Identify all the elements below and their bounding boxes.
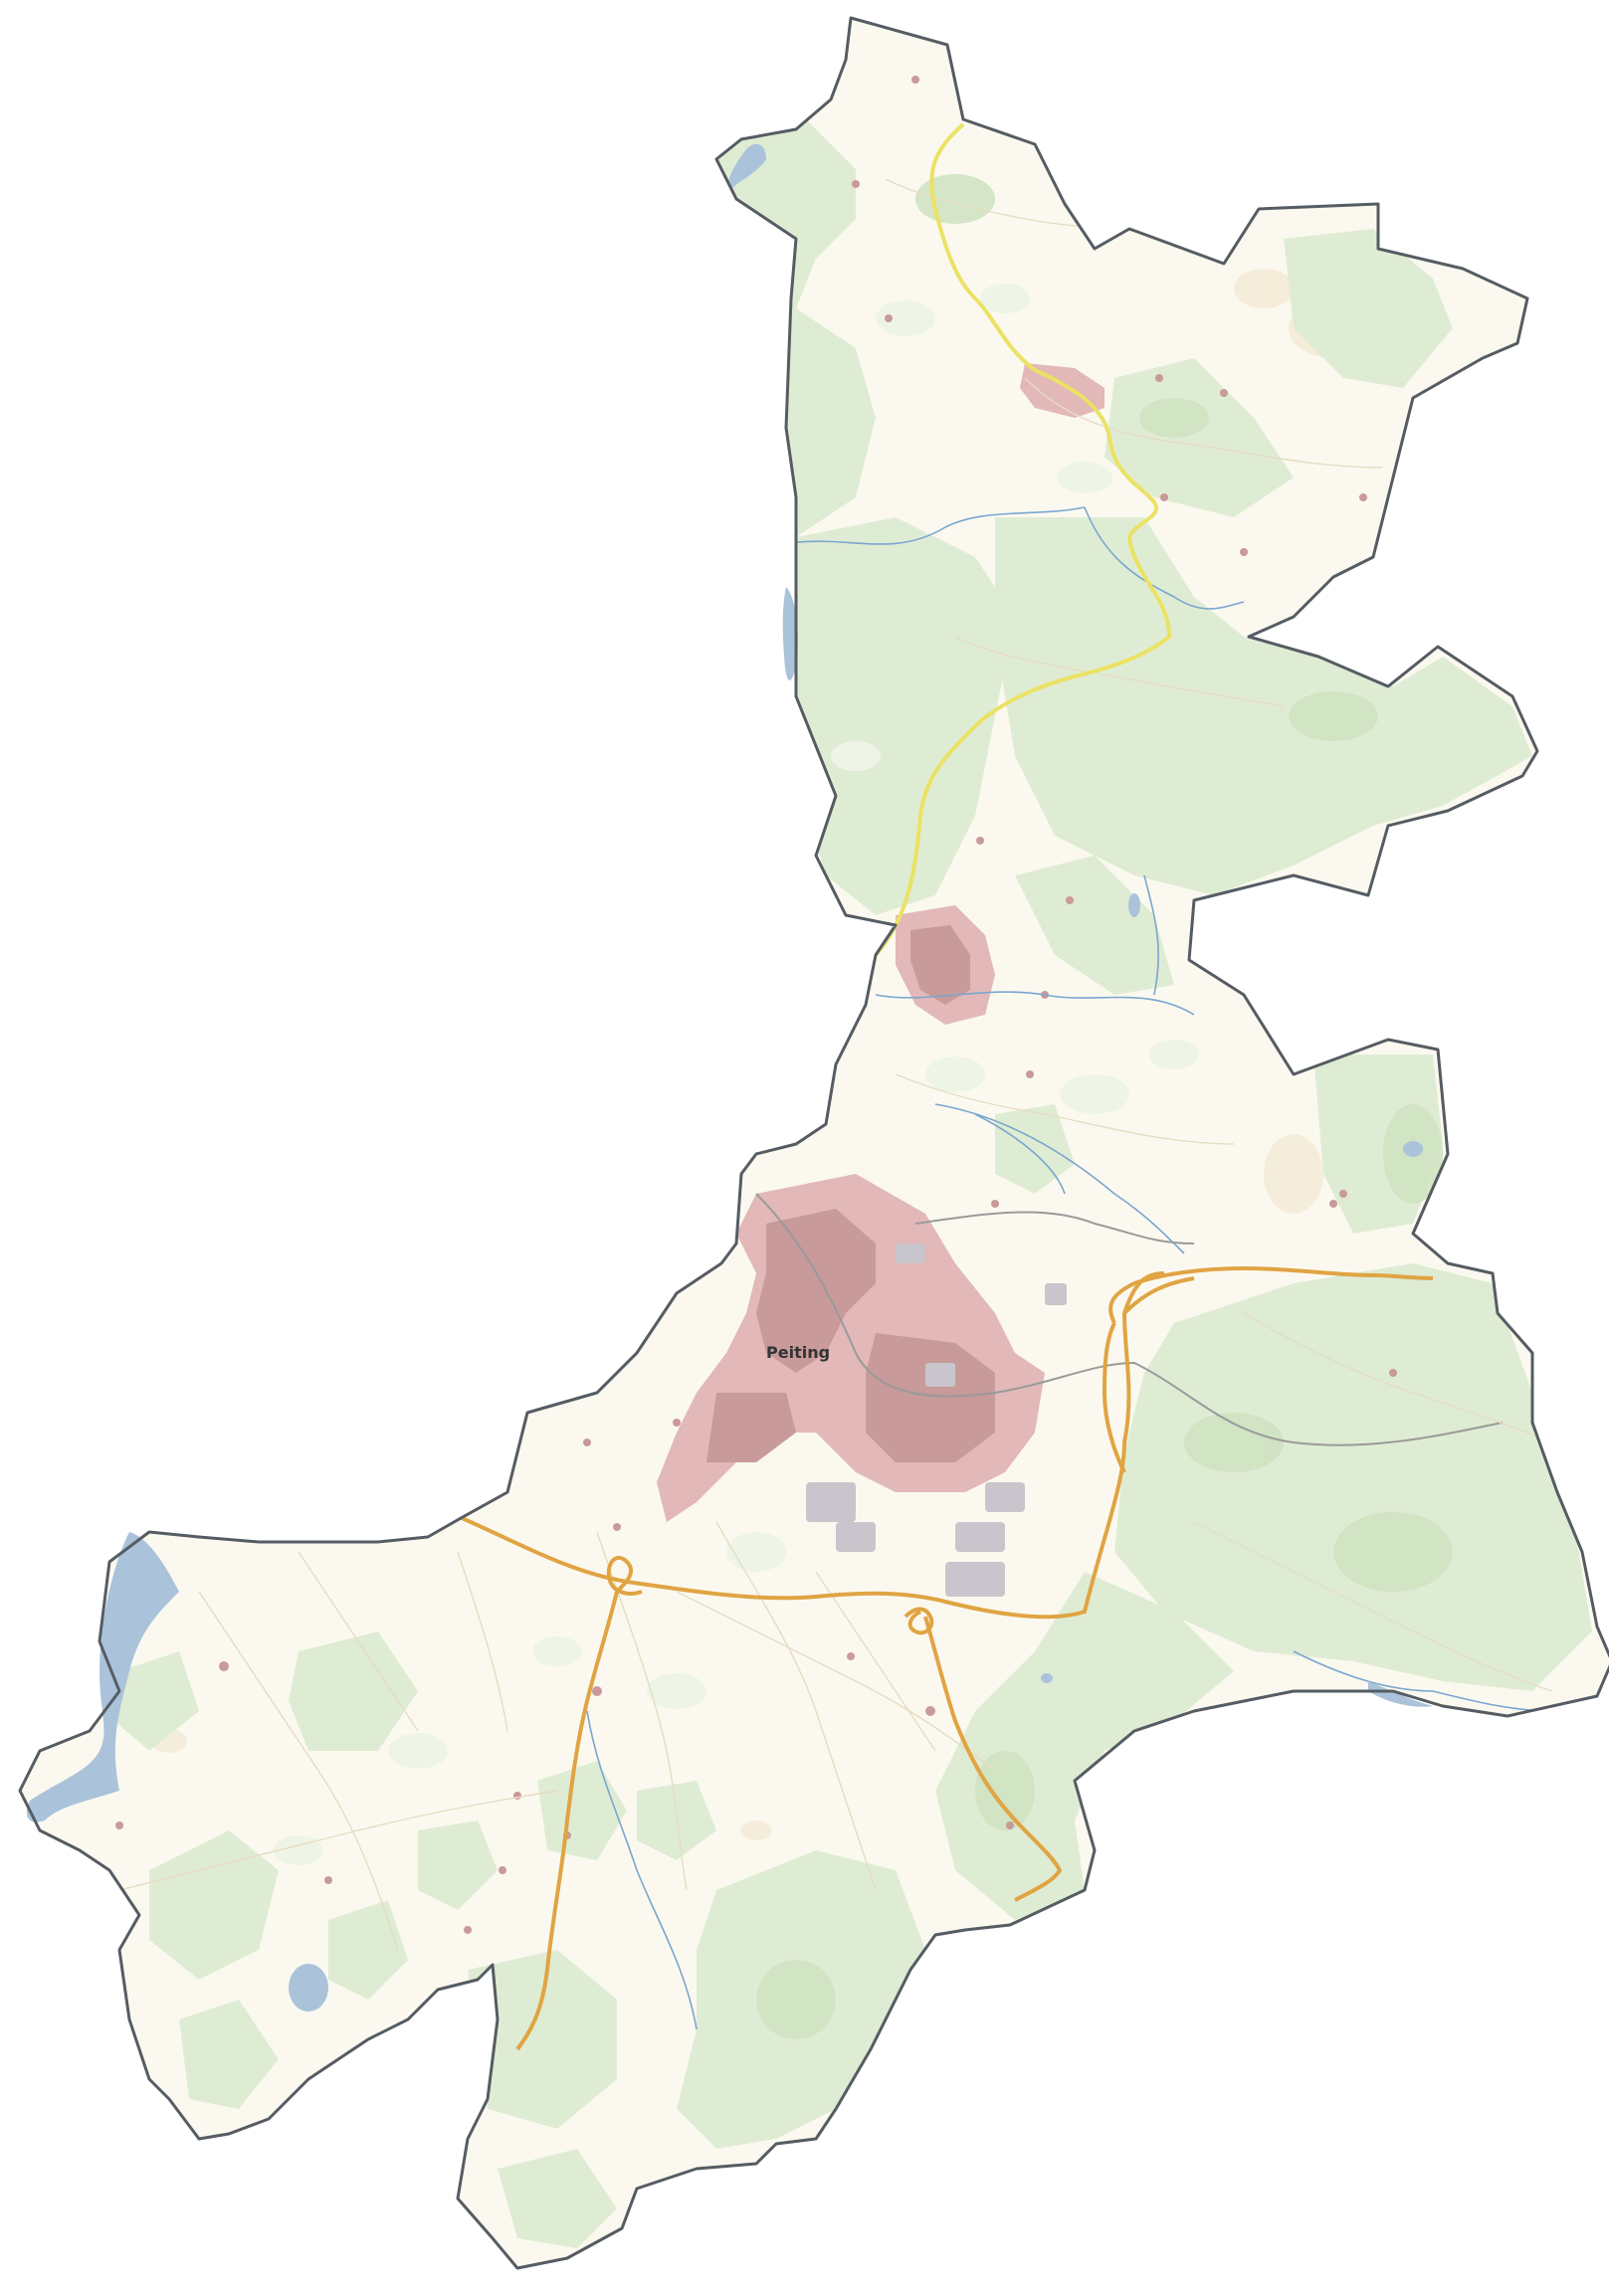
peiting-buildings [706,1209,995,1462]
stream-layer [586,506,1553,2030]
north-town-buildings [910,925,970,1005]
minor-road-layer [118,178,1573,1951]
lake-layer [26,143,1433,1822]
hamlet-layer [115,76,1397,1934]
primary-road [834,122,1172,977]
north-village [1020,363,1105,418]
water-inner [289,893,1423,2011]
forest-layer [114,119,1592,2248]
meadow-layer [274,284,1199,1865]
municipality-boundary [18,16,1609,2270]
west-lake [26,1532,179,1822]
northeast-lake [728,143,766,189]
railway-layer [755,1193,1504,1446]
forest-dark-layer [756,174,1453,2039]
industrial-layer [806,1244,1067,1597]
motorway-layer [452,1265,1434,2051]
north-lake [782,587,798,680]
east-river [1368,1681,1433,1707]
town-label-peiting[interactable]: Peiting [766,1343,830,1362]
